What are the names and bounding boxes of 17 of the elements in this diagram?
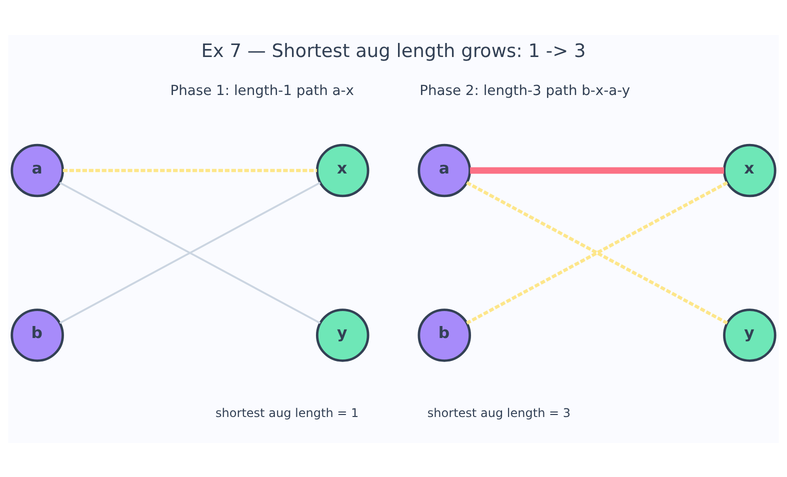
node-circle: b — [418, 308, 472, 362]
node-circle: a — [10, 143, 64, 197]
connector — [62, 168, 317, 172]
diagram-title: Ex 7 — Shortest aug length grows: 1 -> 3 — [201, 40, 586, 62]
node-circle: y — [316, 308, 370, 362]
label: Phase 2: length-3 path b-x-a-y — [420, 82, 630, 99]
node-circle: a — [418, 143, 472, 197]
node-circle: y — [723, 308, 776, 362]
node-circle: x — [723, 143, 776, 197]
connector — [59, 181, 321, 324]
label: shortest aug length = 3 — [427, 406, 571, 420]
node-circle: b — [10, 308, 64, 362]
label: Phase 1: length-1 path a-x — [170, 82, 354, 99]
label: shortest aug length = 1 — [216, 406, 359, 420]
connector — [470, 166, 724, 174]
connector — [466, 180, 728, 324]
node-circle: x — [316, 143, 370, 197]
